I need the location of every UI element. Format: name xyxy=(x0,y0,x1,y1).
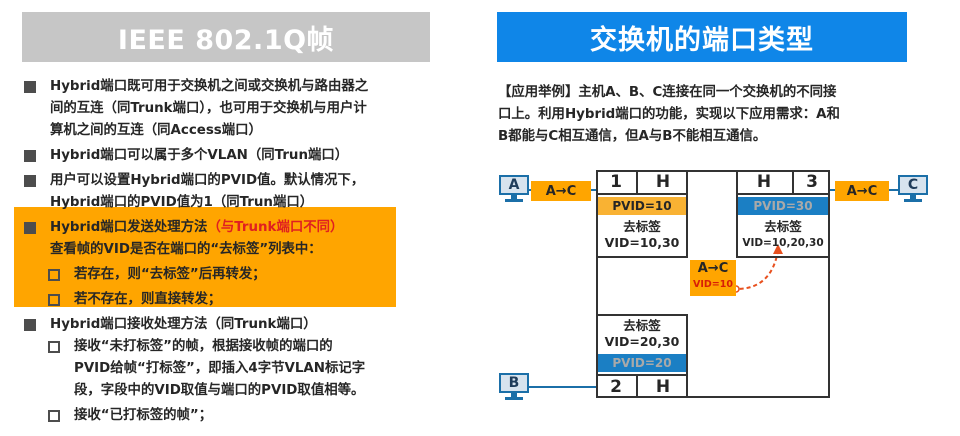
frame-a-to-c-ingress: A→C xyxy=(531,181,591,201)
sub-bullet-text-line: PVID给帧“打标签”，即插入4字节VLAN标记字 xyxy=(74,361,366,376)
sub-bullet-tagged: 接收“已打标签的帧”； xyxy=(22,405,430,427)
port2-pvid: PVID=20 xyxy=(598,354,686,372)
port3-pvid: PVID=30 xyxy=(738,197,828,215)
hollow-square-bullet-icon xyxy=(48,294,60,306)
frame-vid: VID=10 xyxy=(693,279,733,290)
untag-label: 去标签 xyxy=(764,219,802,234)
send-processing-note: （与Trunk端口不同） xyxy=(207,220,344,235)
bullet-text-line: Hybrid端口可以属于多个VLAN（同Trun端口） xyxy=(50,148,349,163)
untag-vids: VID=10,20,30 xyxy=(742,237,824,249)
bullet-multi-vlan: Hybrid端口可以属于多个VLAN（同Trun端口） xyxy=(22,145,430,167)
sub-bullet-exists: 若存在，则“去标签”后再转发； xyxy=(22,264,430,286)
frame-a-to-c-egress: A→C xyxy=(835,181,889,201)
sub-bullet-untagged: 接收“未打标签”的帧，根据接收帧的端口的 xyxy=(22,336,430,358)
port3-box xyxy=(736,170,830,258)
square-bullet-icon xyxy=(24,150,36,162)
bullet-text-line: Hybrid端口发送处理方法（与Trunk端口不同） xyxy=(50,217,430,239)
hollow-square-bullet-icon xyxy=(48,410,60,422)
arrow-head-icon xyxy=(773,244,783,254)
bullet-receive-processing: Hybrid端口接收处理方法（同Trunk端口） xyxy=(22,314,430,336)
square-bullet-icon xyxy=(24,319,36,331)
bullet-pvid: 用户可以设置Hybrid端口的PVID值。默认情况下， xyxy=(22,170,430,192)
bullet-text-line: 算机之间的互连（同Access端口） xyxy=(50,123,262,138)
left-bullet-list: Hybrid端口既可用于交换机之间或交换机与路由器之 间的互连（同Trunk端口… xyxy=(22,76,430,427)
port2-box xyxy=(596,314,688,398)
frame-label: A→C xyxy=(697,261,729,276)
example-line: B都能与C相互通信，但A与B不能相互通信。 xyxy=(498,129,767,144)
bullet-text-line: 间的互连（同Trunk端口），也可用于交换机与用户计 xyxy=(50,101,367,116)
bullet-text-line: 用户可以设置Hybrid端口的PVID值。默认情况下， xyxy=(50,173,365,188)
highlight-box xyxy=(14,207,396,307)
port2-untag-list: 去标签 VID=20,30 xyxy=(598,318,686,350)
port3-type: H xyxy=(736,170,794,193)
switch-outline xyxy=(596,170,830,398)
port3-header: H 3 xyxy=(736,170,830,195)
untag-vids: VID=10,30 xyxy=(604,235,680,250)
host-a-computer-icon: A xyxy=(499,175,529,203)
sub-bullet-text-line: 段，字段中的VID取值与端口的PVID取值相等。 xyxy=(74,383,365,398)
example-line: 【应用举例】主机A、B、C连接在同一个交换机的不同接 xyxy=(498,85,837,100)
port1-untag-list: 去标签 VID=10,30 xyxy=(598,219,686,251)
port3-untag-list: 去标签 VID=10,20,30 xyxy=(738,219,828,251)
host-b-computer-icon: B xyxy=(499,373,529,401)
hollow-square-bullet-icon xyxy=(48,341,60,353)
bullet-send-processing: Hybrid端口发送处理方法（与Trunk端口不同） xyxy=(22,217,430,239)
host-c-label: C xyxy=(898,175,928,195)
sub-bullet-not-exists: 若不存在，则直接转发； xyxy=(22,289,430,311)
untag-label: 去标签 xyxy=(623,318,661,333)
port2-type: H xyxy=(655,377,671,397)
port1-number: 1 xyxy=(596,170,638,193)
port2-number: 2 xyxy=(596,376,638,398)
port1-pvid: PVID=10 xyxy=(598,197,686,215)
port2-header: 2 H xyxy=(596,374,688,398)
example-line: 口上。利用Hybrid端口的功能，实现以下应用需求：A和 xyxy=(498,107,840,122)
right-title: 交换机的端口类型 xyxy=(497,12,907,62)
bullet-text-line: Hybrid端口的PVID值为1（同Trun端口） xyxy=(50,195,314,210)
host-b-label: B xyxy=(499,373,529,393)
bullet-text-line: Hybrid端口接收处理方法（同Trunk端口） xyxy=(50,317,317,332)
bullet-hybrid-interconnect: Hybrid端口既可用于交换机之间或交换机与路由器之 xyxy=(22,76,430,98)
sub-bullet-text: 若存在，则“去标签”后再转发； xyxy=(74,267,266,282)
port1-box xyxy=(596,170,688,258)
sub-bullet-text: 接收“未打标签”的帧，根据接收帧的端口的 xyxy=(74,339,333,354)
hollow-square-bullet-icon xyxy=(48,269,60,281)
port1-type: H xyxy=(655,171,671,192)
square-bullet-icon xyxy=(24,81,36,93)
port1-header: 1 H xyxy=(596,170,688,195)
sub-bullet-text: 接收“已打标签的帧”； xyxy=(74,408,213,423)
square-bullet-icon xyxy=(24,222,36,234)
untag-label: 去标签 xyxy=(623,219,661,234)
bullet-text-line: Hybrid端口既可用于交换机之间或交换机与路由器之 xyxy=(50,79,369,94)
tagged-frame-inside: A→C VID=10 xyxy=(690,260,736,296)
untag-vids: VID=20,30 xyxy=(604,334,680,349)
sub-bullet-text: 若不存在，则直接转发； xyxy=(74,292,222,307)
send-processing-label: Hybrid端口发送处理方法 xyxy=(50,220,208,235)
host-a-label: A xyxy=(499,175,529,195)
application-example: 【应用举例】主机A、B、C连接在同一个交换机的不同接 口上。利用Hybrid端口… xyxy=(498,82,898,148)
port3-number: 3 xyxy=(806,171,818,192)
host-c-computer-icon: C xyxy=(898,175,928,203)
left-title: IEEE 802.1Q帧 xyxy=(22,12,430,62)
square-bullet-icon xyxy=(24,175,36,187)
bullet-text-line: 查看帧的VID是否在端口的“去标签”列表中： xyxy=(50,242,322,257)
